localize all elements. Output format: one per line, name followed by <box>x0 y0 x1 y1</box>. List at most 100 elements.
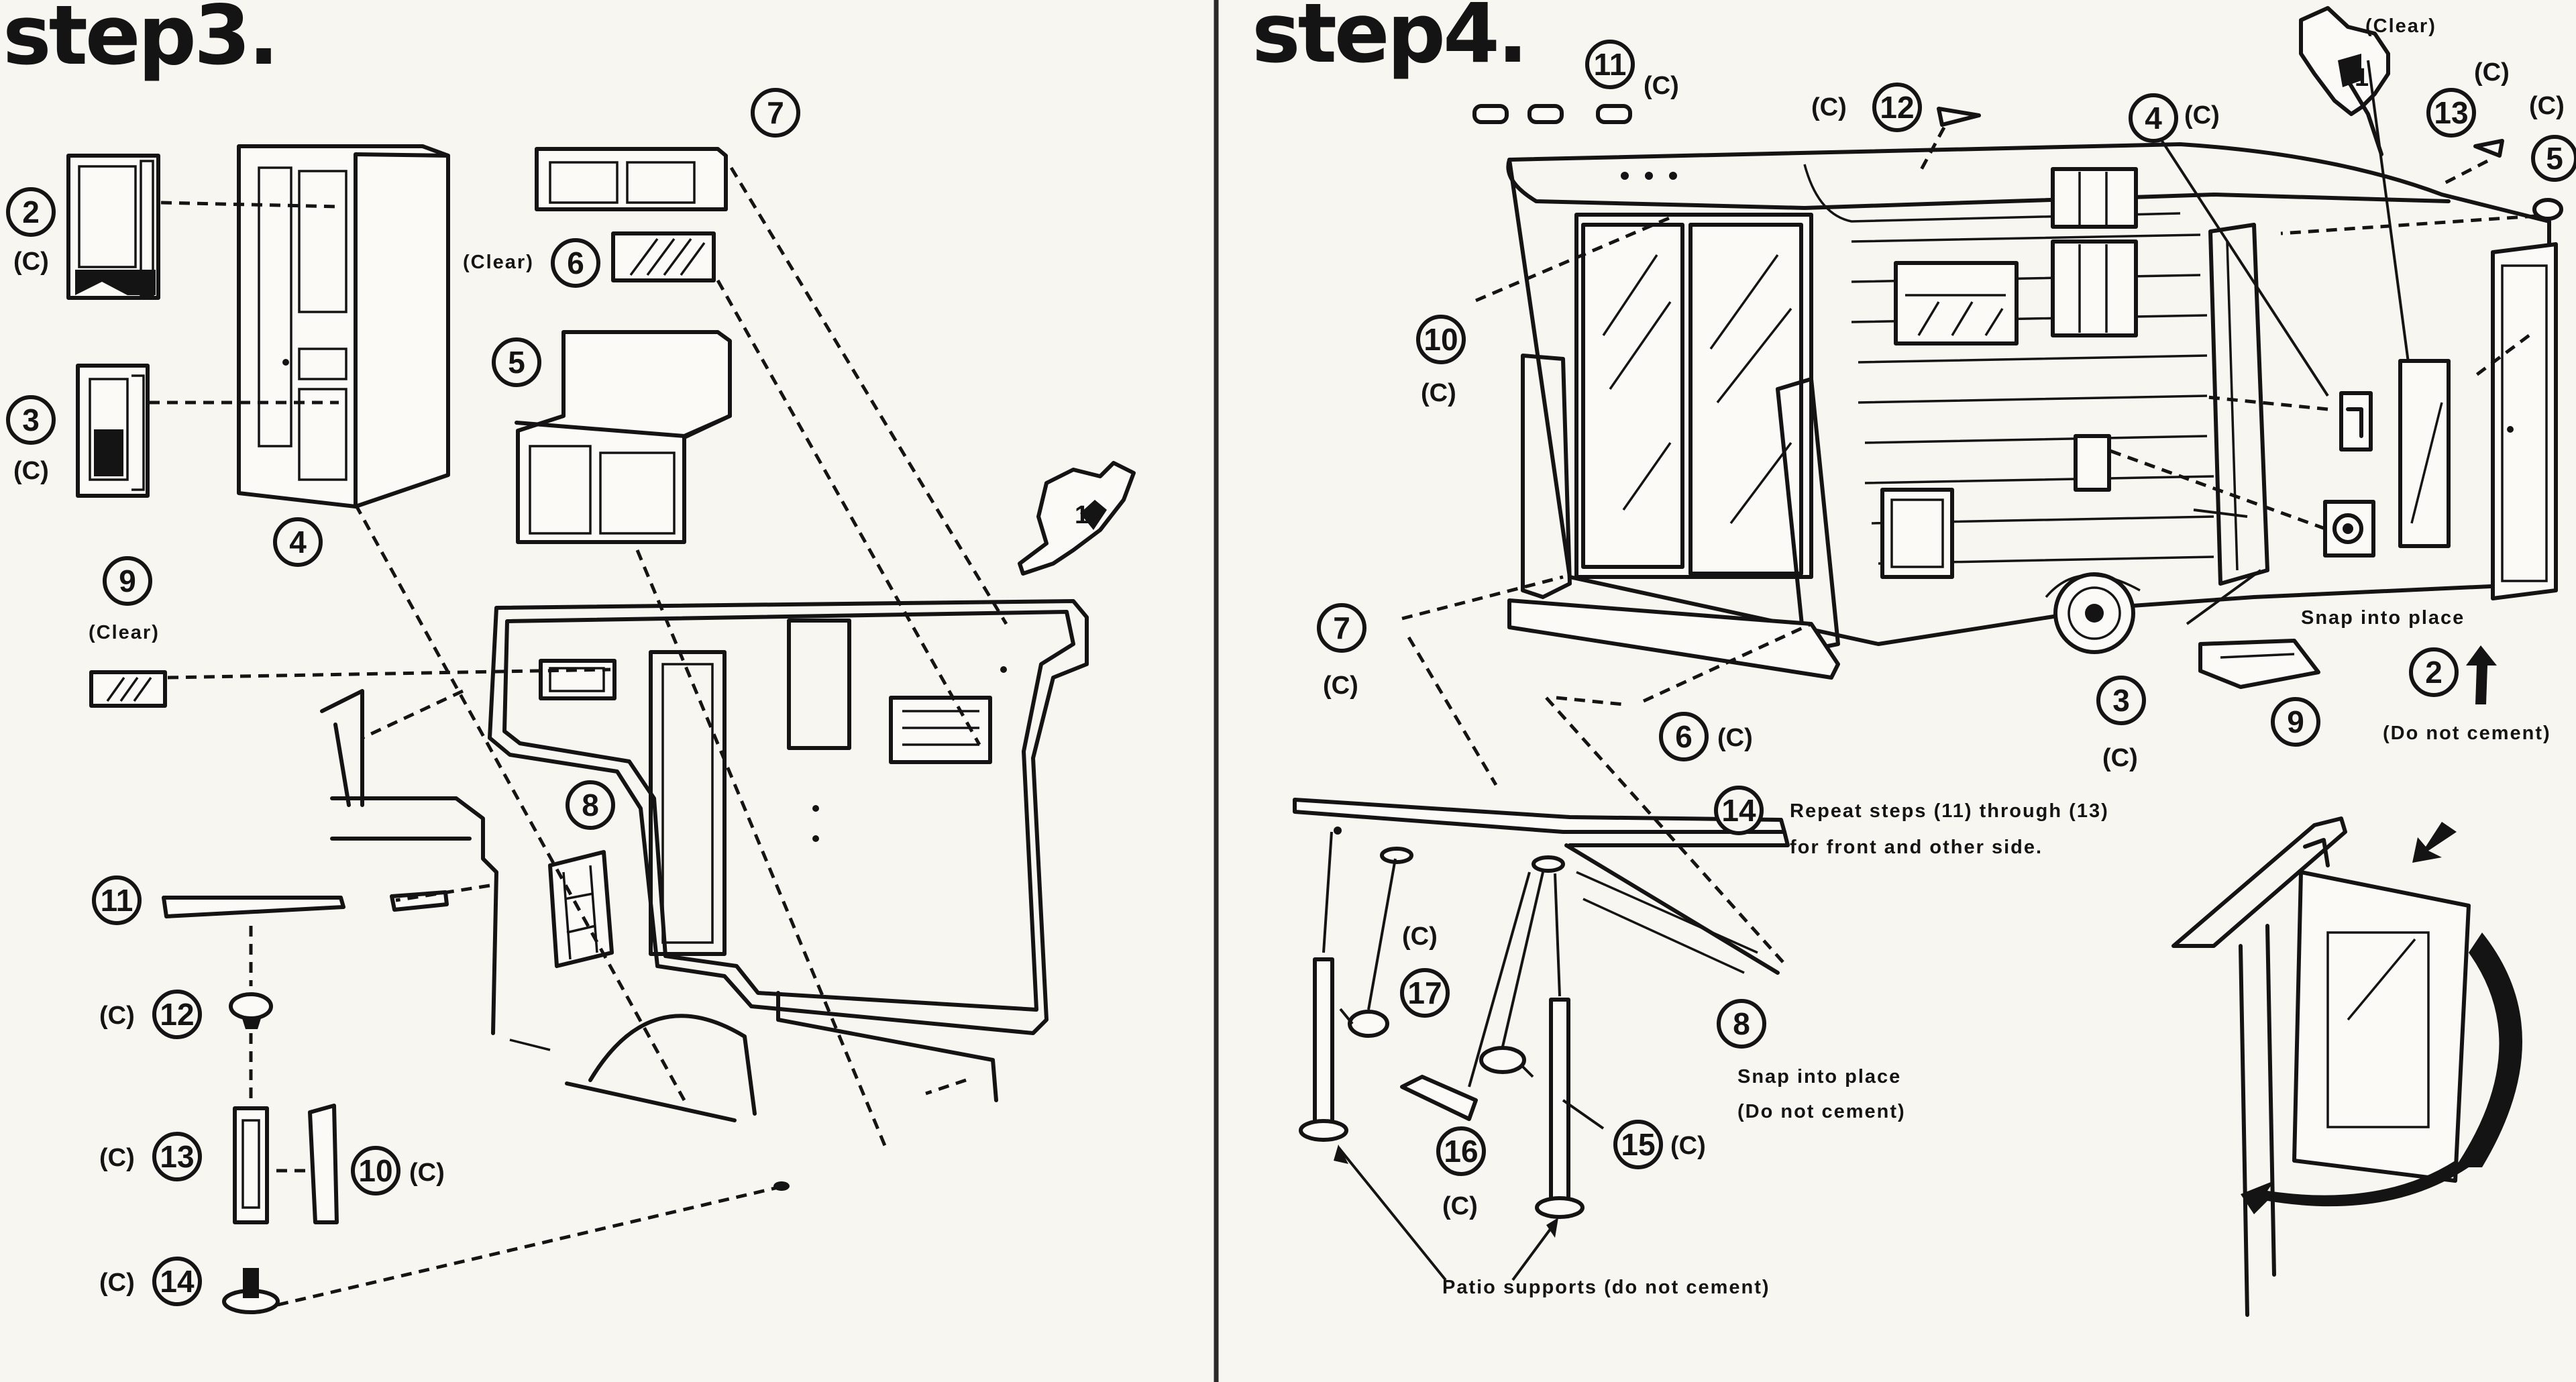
svg-text:1: 1 <box>2355 64 2369 92</box>
step3-callout-5: 5 <box>492 337 541 387</box>
part-3-vent <box>2323 500 2375 557</box>
svg-text:3: 3 <box>22 403 40 437</box>
svg-text:4: 4 <box>289 525 307 560</box>
step4-callout-5: 5 (C) <box>2529 92 2576 182</box>
part-8-patio-awning <box>1293 798 1790 975</box>
svg-text:(C): (C) <box>1421 379 1456 407</box>
part-6-clear-pane <box>611 231 716 282</box>
hand-number: 1 <box>1075 501 1089 529</box>
svg-text:8: 8 <box>1733 1006 1750 1041</box>
svg-text:2: 2 <box>2425 655 2443 690</box>
svg-text:(C): (C) <box>1442 1192 1478 1220</box>
step4-title: step4. <box>1252 0 1525 81</box>
hand-pointer-icon: 1 <box>1018 461 1136 576</box>
part-plate <box>2074 434 2111 492</box>
svg-text:11: 11 <box>1594 47 1627 82</box>
svg-text:10: 10 <box>358 1153 392 1188</box>
camper-body-left <box>320 599 1089 1122</box>
step3-callout-12: 12 (C) <box>99 990 202 1039</box>
step4-callout-9: 9 <box>2271 697 2320 747</box>
part-4-tall-closet <box>237 144 450 509</box>
svg-text:(C): (C) <box>99 1002 135 1030</box>
patio-support-left <box>1299 957 1348 1142</box>
step4-callout-10: 10 (C) <box>1416 315 1466 407</box>
step4-callout-17: 17 (C) <box>1400 922 1450 1018</box>
svg-text:(C): (C) <box>2529 92 2565 120</box>
caption-repeat-line1: Repeat steps (11) through (13) <box>1790 800 2109 822</box>
step3-callout-14: 14 (C) <box>99 1257 202 1306</box>
svg-text:13: 13 <box>2434 95 2468 130</box>
svg-text:(C): (C) <box>2102 744 2138 772</box>
step4-callout-16: 16 (C) <box>1436 1126 1486 1220</box>
svg-text:9: 9 <box>119 564 136 598</box>
svg-text:12: 12 <box>1880 90 1914 125</box>
svg-text:(Do not cement): (Do not cement) <box>2383 723 2551 744</box>
step3-callout-10: 10 (C) <box>351 1146 445 1195</box>
part-11-clips <box>1472 104 1632 124</box>
svg-text:9: 9 <box>2287 704 2304 739</box>
svg-text:(C): (C) <box>13 248 49 276</box>
step4-callout-12: 12 (C) <box>1811 83 1922 132</box>
part-16-bracket <box>1400 1075 1478 1121</box>
caption-snap-patio: Snap into place <box>1737 1066 1901 1087</box>
step3-callout-9: 9 (Clear) <box>89 556 158 643</box>
camper-trailer-right <box>1506 142 2551 680</box>
step3-assembly-leaders <box>149 166 1008 1307</box>
step3-callout-7: 7 <box>751 88 800 138</box>
step3-callout-3: 3 (C) <box>6 395 56 485</box>
svg-text:14: 14 <box>160 1264 195 1299</box>
arrow-up-icon <box>2466 645 2497 704</box>
step4-assembly-leaders <box>1322 60 2536 1281</box>
step3-callout-2: 2 (C) <box>6 187 56 276</box>
part-2-mirror-cabinet <box>66 154 160 300</box>
svg-text:(C): (C) <box>13 457 49 485</box>
part-12-bracket <box>1937 107 1981 127</box>
svg-text:(C): (C) <box>1644 72 1679 100</box>
svg-text:16: 16 <box>1444 1134 1478 1169</box>
svg-text:(C): (C) <box>1717 724 1753 752</box>
step3-callout-4: 4 <box>273 517 323 567</box>
svg-text:10: 10 <box>1424 322 1458 357</box>
svg-text:15: 15 <box>1621 1127 1655 1162</box>
step4-callout-7: 7 (C) <box>1317 603 1366 700</box>
svg-text:(C): (C) <box>1670 1132 1706 1160</box>
caption-repeat-line2: for front and other side. <box>1790 837 2043 858</box>
step4-callout-14: 14 <box>1714 786 1764 835</box>
svg-text:(C): (C) <box>99 1144 135 1172</box>
caption-patio-supports: Patio supports (do not cement) <box>1442 1277 1770 1298</box>
part-9-step <box>2198 639 2320 689</box>
step4-callout-4: 4 (C) <box>2129 93 2220 143</box>
svg-text:(C): (C) <box>99 1269 135 1297</box>
step4-callout-2: 2 (Do not cement) <box>2383 647 2551 744</box>
step3-callout-11: 11 <box>92 875 142 925</box>
part-13-door-pane <box>2398 359 2451 548</box>
part-5-dinette <box>515 330 732 544</box>
door-hinge-detail <box>2171 816 2522 1317</box>
svg-text:(C): (C) <box>2184 101 2220 129</box>
svg-text:(C): (C) <box>1402 922 1438 951</box>
svg-text:(C): (C) <box>409 1159 445 1187</box>
hand-clear-label: (Clear) <box>2365 15 2436 37</box>
svg-text:(C): (C) <box>1323 672 1358 700</box>
step3-callout-13: 13 (C) <box>99 1132 202 1181</box>
caption-snap-door: Snap into place <box>2301 607 2465 629</box>
svg-text:7: 7 <box>767 95 784 130</box>
svg-text:2: 2 <box>22 195 40 229</box>
part-2-door <box>2491 242 2558 600</box>
part-7-upper-cabinet <box>535 147 728 211</box>
part-3-small-cabinet <box>76 364 150 498</box>
step3-title: step3. <box>3 0 276 83</box>
svg-text:7: 7 <box>1333 610 1350 645</box>
svg-text:14: 14 <box>1721 793 1756 828</box>
step4-callout-3: 3 (C) <box>2096 676 2146 772</box>
svg-text:(Clear): (Clear) <box>463 252 534 273</box>
svg-text:8: 8 <box>582 788 599 822</box>
hand-pointer-icon-step4: 1 (Clear) <box>2299 6 2436 156</box>
step4-callout-8: 8 <box>1717 999 1766 1049</box>
part-13-bracket <box>2473 139 2504 158</box>
svg-text:5: 5 <box>2546 141 2563 176</box>
svg-text:11: 11 <box>101 883 133 918</box>
svg-text:6: 6 <box>567 246 584 280</box>
svg-text:(C): (C) <box>2474 58 2510 87</box>
